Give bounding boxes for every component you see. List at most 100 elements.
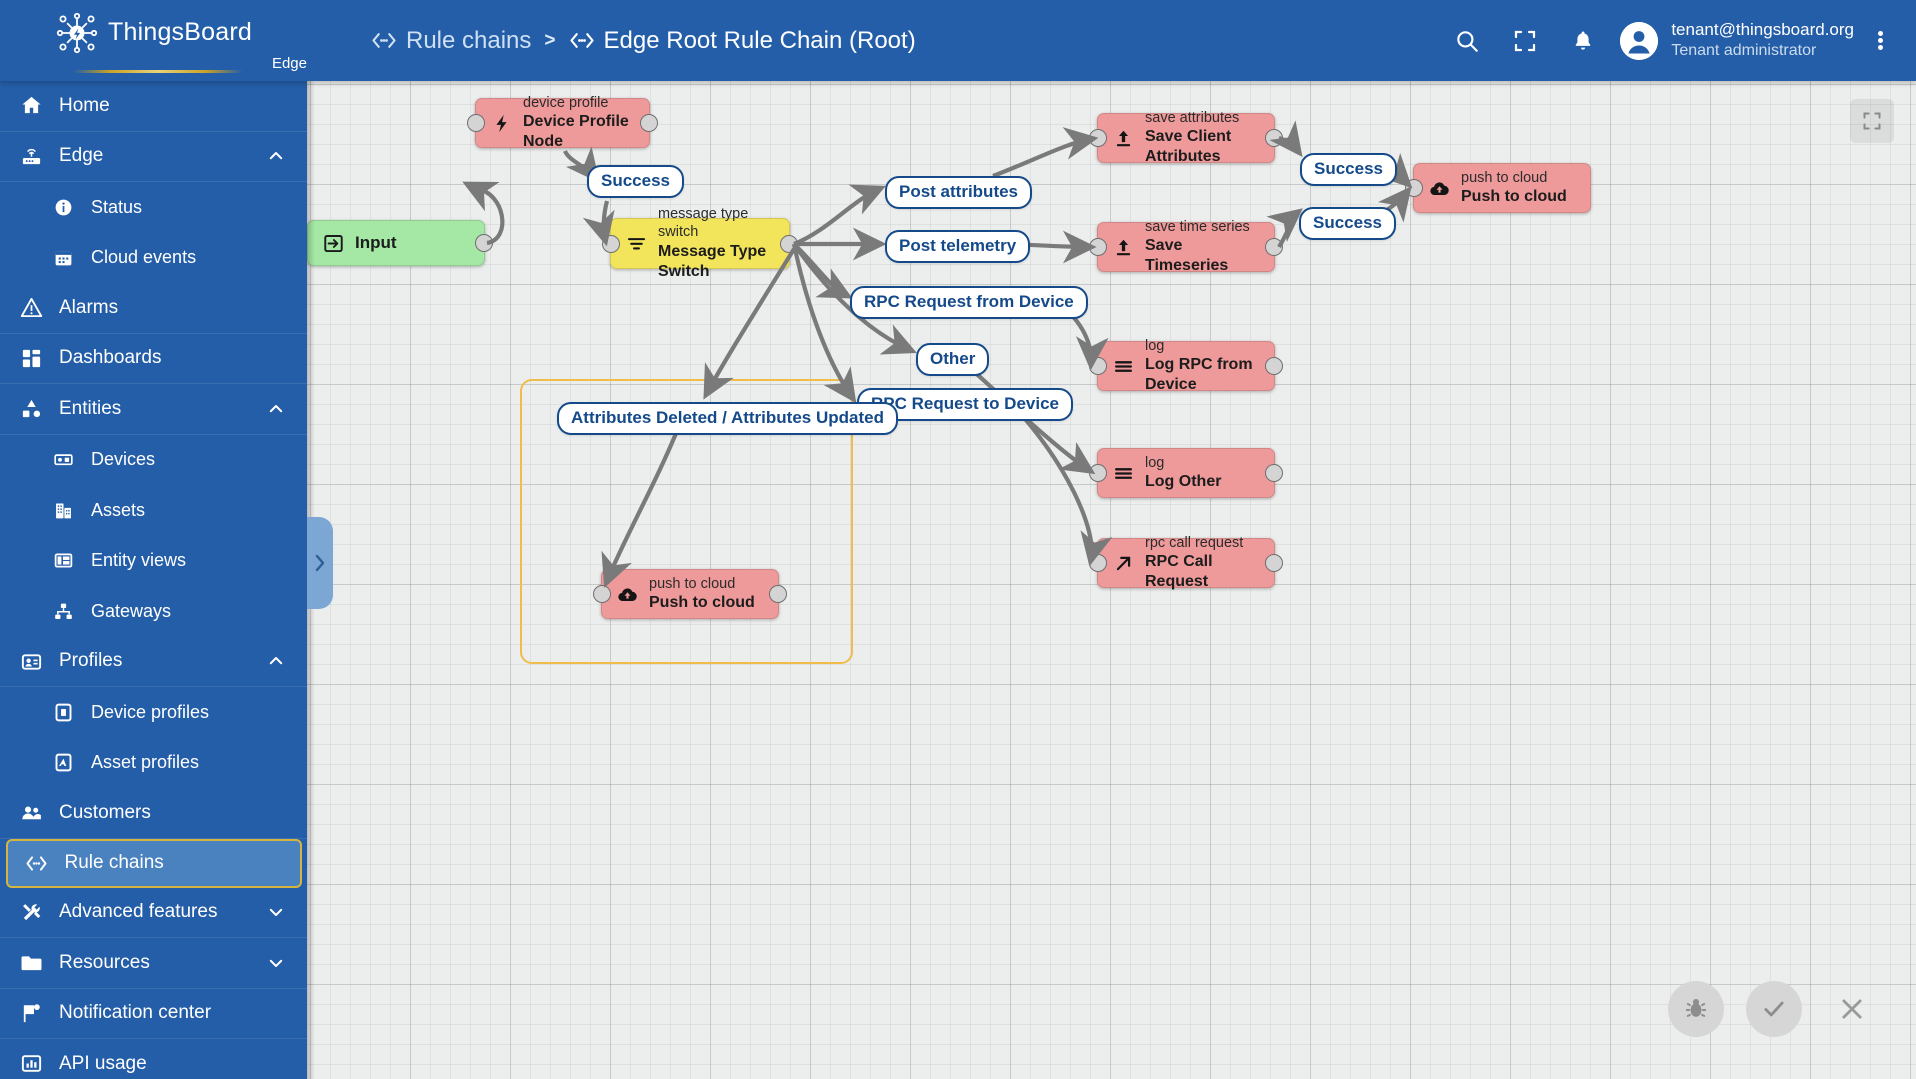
user-menu[interactable]: tenant@thingsboard.org Tenant administra… bbox=[1620, 19, 1854, 61]
device-profile-icon bbox=[50, 702, 76, 723]
rule-node-port-out[interactable] bbox=[769, 585, 787, 603]
link-label[interactable]: RPC Request from Device bbox=[850, 286, 1088, 319]
rule-node-port-out[interactable] bbox=[475, 234, 493, 252]
rule-node-name: Log RPC from Device bbox=[1145, 355, 1253, 394]
rule-node-port-out[interactable] bbox=[1265, 238, 1283, 256]
app-logo[interactable]: ThingsBoard Edge bbox=[0, 0, 307, 81]
kebab-menu-icon[interactable] bbox=[1858, 12, 1902, 70]
chevron-down-icon[interactable] bbox=[267, 903, 285, 921]
rule-node-port-in[interactable] bbox=[467, 114, 485, 132]
link-label[interactable]: Success bbox=[587, 165, 684, 198]
discard-changes-button[interactable] bbox=[1824, 981, 1880, 1037]
sidebar-item-status[interactable]: Status bbox=[0, 182, 307, 233]
sidebar-item-label: Edge bbox=[59, 145, 104, 167]
asset-profile-icon bbox=[50, 752, 76, 773]
rule-node-port-out[interactable] bbox=[780, 234, 798, 253]
rule-node-port-in[interactable] bbox=[1089, 129, 1107, 147]
sidebar-item-asset-profiles[interactable]: Asset profiles bbox=[0, 738, 307, 789]
rule-node-port-out[interactable] bbox=[1265, 554, 1283, 572]
sidebar-item-profiles[interactable]: Profiles bbox=[0, 637, 307, 687]
sidebar-item-notification-center[interactable]: Notification center bbox=[0, 989, 307, 1039]
info-circle-icon bbox=[50, 197, 76, 218]
rule-node-name: Push to cloud bbox=[1461, 188, 1567, 206]
breadcrumb-item-rule-chains[interactable]: Rule chains bbox=[371, 27, 531, 55]
log-lines-icon bbox=[1110, 463, 1136, 484]
sidebar-item-label: Entity views bbox=[91, 550, 187, 571]
link-label[interactable]: Success bbox=[1299, 207, 1396, 240]
rule-node-port-in[interactable] bbox=[1089, 554, 1107, 572]
sidebar-item-entity-views[interactable]: Entity views bbox=[0, 536, 307, 587]
input-arrow-icon bbox=[320, 233, 346, 254]
assets-building-icon bbox=[50, 500, 76, 521]
sidebar-item-resources[interactable]: Resources bbox=[0, 938, 307, 989]
rule-node-port-out[interactable] bbox=[1265, 357, 1283, 375]
top-app-bar: ThingsBoard Edge Rule chains > bbox=[0, 0, 1916, 81]
page-title: Edge Root Rule Chain (Root) bbox=[603, 26, 916, 54]
link-label[interactable]: Post telemetry bbox=[885, 230, 1031, 263]
sidebar-item-advanced-features[interactable]: Advanced features bbox=[0, 888, 307, 938]
chevron-up-icon[interactable] bbox=[267, 652, 285, 670]
sidebar-item-rule-chains[interactable]: Rule chains bbox=[5, 838, 302, 888]
rule-node-name: Save Timeseries bbox=[1145, 236, 1229, 275]
fullscreen-icon[interactable] bbox=[1496, 12, 1554, 70]
node-library-drawer-handle[interactable] bbox=[307, 517, 333, 609]
rule-node-port-in[interactable] bbox=[1089, 357, 1107, 375]
sidebar-item-device-profiles[interactable]: Device profiles bbox=[0, 687, 307, 738]
link-label[interactable]: Other bbox=[916, 343, 990, 376]
rule-node-port-in[interactable] bbox=[602, 234, 620, 253]
link-label[interactable]: Attributes Deleted / Attributes Updated bbox=[557, 402, 898, 435]
breadcrumb: Rule chains > Edge Root Rule Chain (Root… bbox=[371, 27, 916, 55]
sidebar-item-home[interactable]: Home bbox=[0, 81, 307, 132]
sidebar-item-api-usage[interactable]: API usage bbox=[0, 1039, 307, 1079]
sidebar-item-cloud-events[interactable]: Cloud events bbox=[0, 233, 307, 284]
sidebar-item-entities[interactable]: Entities bbox=[0, 384, 307, 435]
rule-node-port-in[interactable] bbox=[1089, 464, 1107, 482]
rule-node-group[interactable] bbox=[520, 379, 853, 664]
rule-node-port-out[interactable] bbox=[640, 114, 658, 132]
sidebar-item-assets[interactable]: Assets bbox=[0, 485, 307, 536]
link-label[interactable]: Success bbox=[1300, 153, 1397, 186]
rule-node-input[interactable]: Input bbox=[307, 220, 493, 266]
sidebar-item-dashboards[interactable]: Dashboards bbox=[0, 334, 307, 384]
sidebar-item-customers[interactable]: Customers bbox=[0, 788, 307, 839]
rule-node-name: Log Other bbox=[1145, 473, 1222, 491]
rule-node-type: rpc call request bbox=[1145, 534, 1244, 551]
rule-node-type: log bbox=[1145, 337, 1165, 354]
rule-node-port-in[interactable] bbox=[1405, 179, 1423, 197]
chevron-up-icon[interactable] bbox=[267, 400, 285, 418]
rule-node-name: Save Client Attributes bbox=[1145, 127, 1232, 166]
profiles-badge-icon bbox=[18, 650, 44, 673]
sidebar-item-label: Cloud events bbox=[91, 247, 197, 268]
chevron-down-icon[interactable] bbox=[267, 954, 285, 972]
sidebar-item-label: Asset profiles bbox=[91, 752, 200, 773]
search-icon[interactable] bbox=[1438, 12, 1496, 70]
upload-arrow-icon bbox=[1110, 237, 1136, 258]
rule-node-port-in[interactable] bbox=[1089, 238, 1107, 256]
debug-bug-button[interactable] bbox=[1668, 981, 1724, 1037]
apply-changes-button[interactable] bbox=[1746, 981, 1802, 1037]
sidebar-item-label: Rule chains bbox=[64, 852, 164, 873]
sidebar-item-alarms[interactable]: Alarms bbox=[0, 283, 307, 334]
rule-node-port-in[interactable] bbox=[593, 585, 611, 603]
sidebar-item-devices[interactable]: Devices bbox=[0, 435, 307, 486]
sidebar-item-edge[interactable]: Edge bbox=[0, 132, 307, 182]
notifications-bell-icon[interactable] bbox=[1554, 12, 1612, 70]
rule-node-port-out[interactable] bbox=[1265, 129, 1283, 147]
rule-node-name: Message Type Switch bbox=[658, 242, 767, 280]
chevron-up-icon[interactable] bbox=[267, 147, 285, 165]
rule-node-port-out[interactable] bbox=[1265, 464, 1283, 482]
canvas-fullscreen-icon[interactable] bbox=[1850, 99, 1894, 143]
link-label[interactable]: Post attributes bbox=[885, 176, 1033, 209]
sidebar-item-gateways[interactable]: Gateways bbox=[0, 586, 307, 637]
customers-icon bbox=[18, 801, 44, 824]
